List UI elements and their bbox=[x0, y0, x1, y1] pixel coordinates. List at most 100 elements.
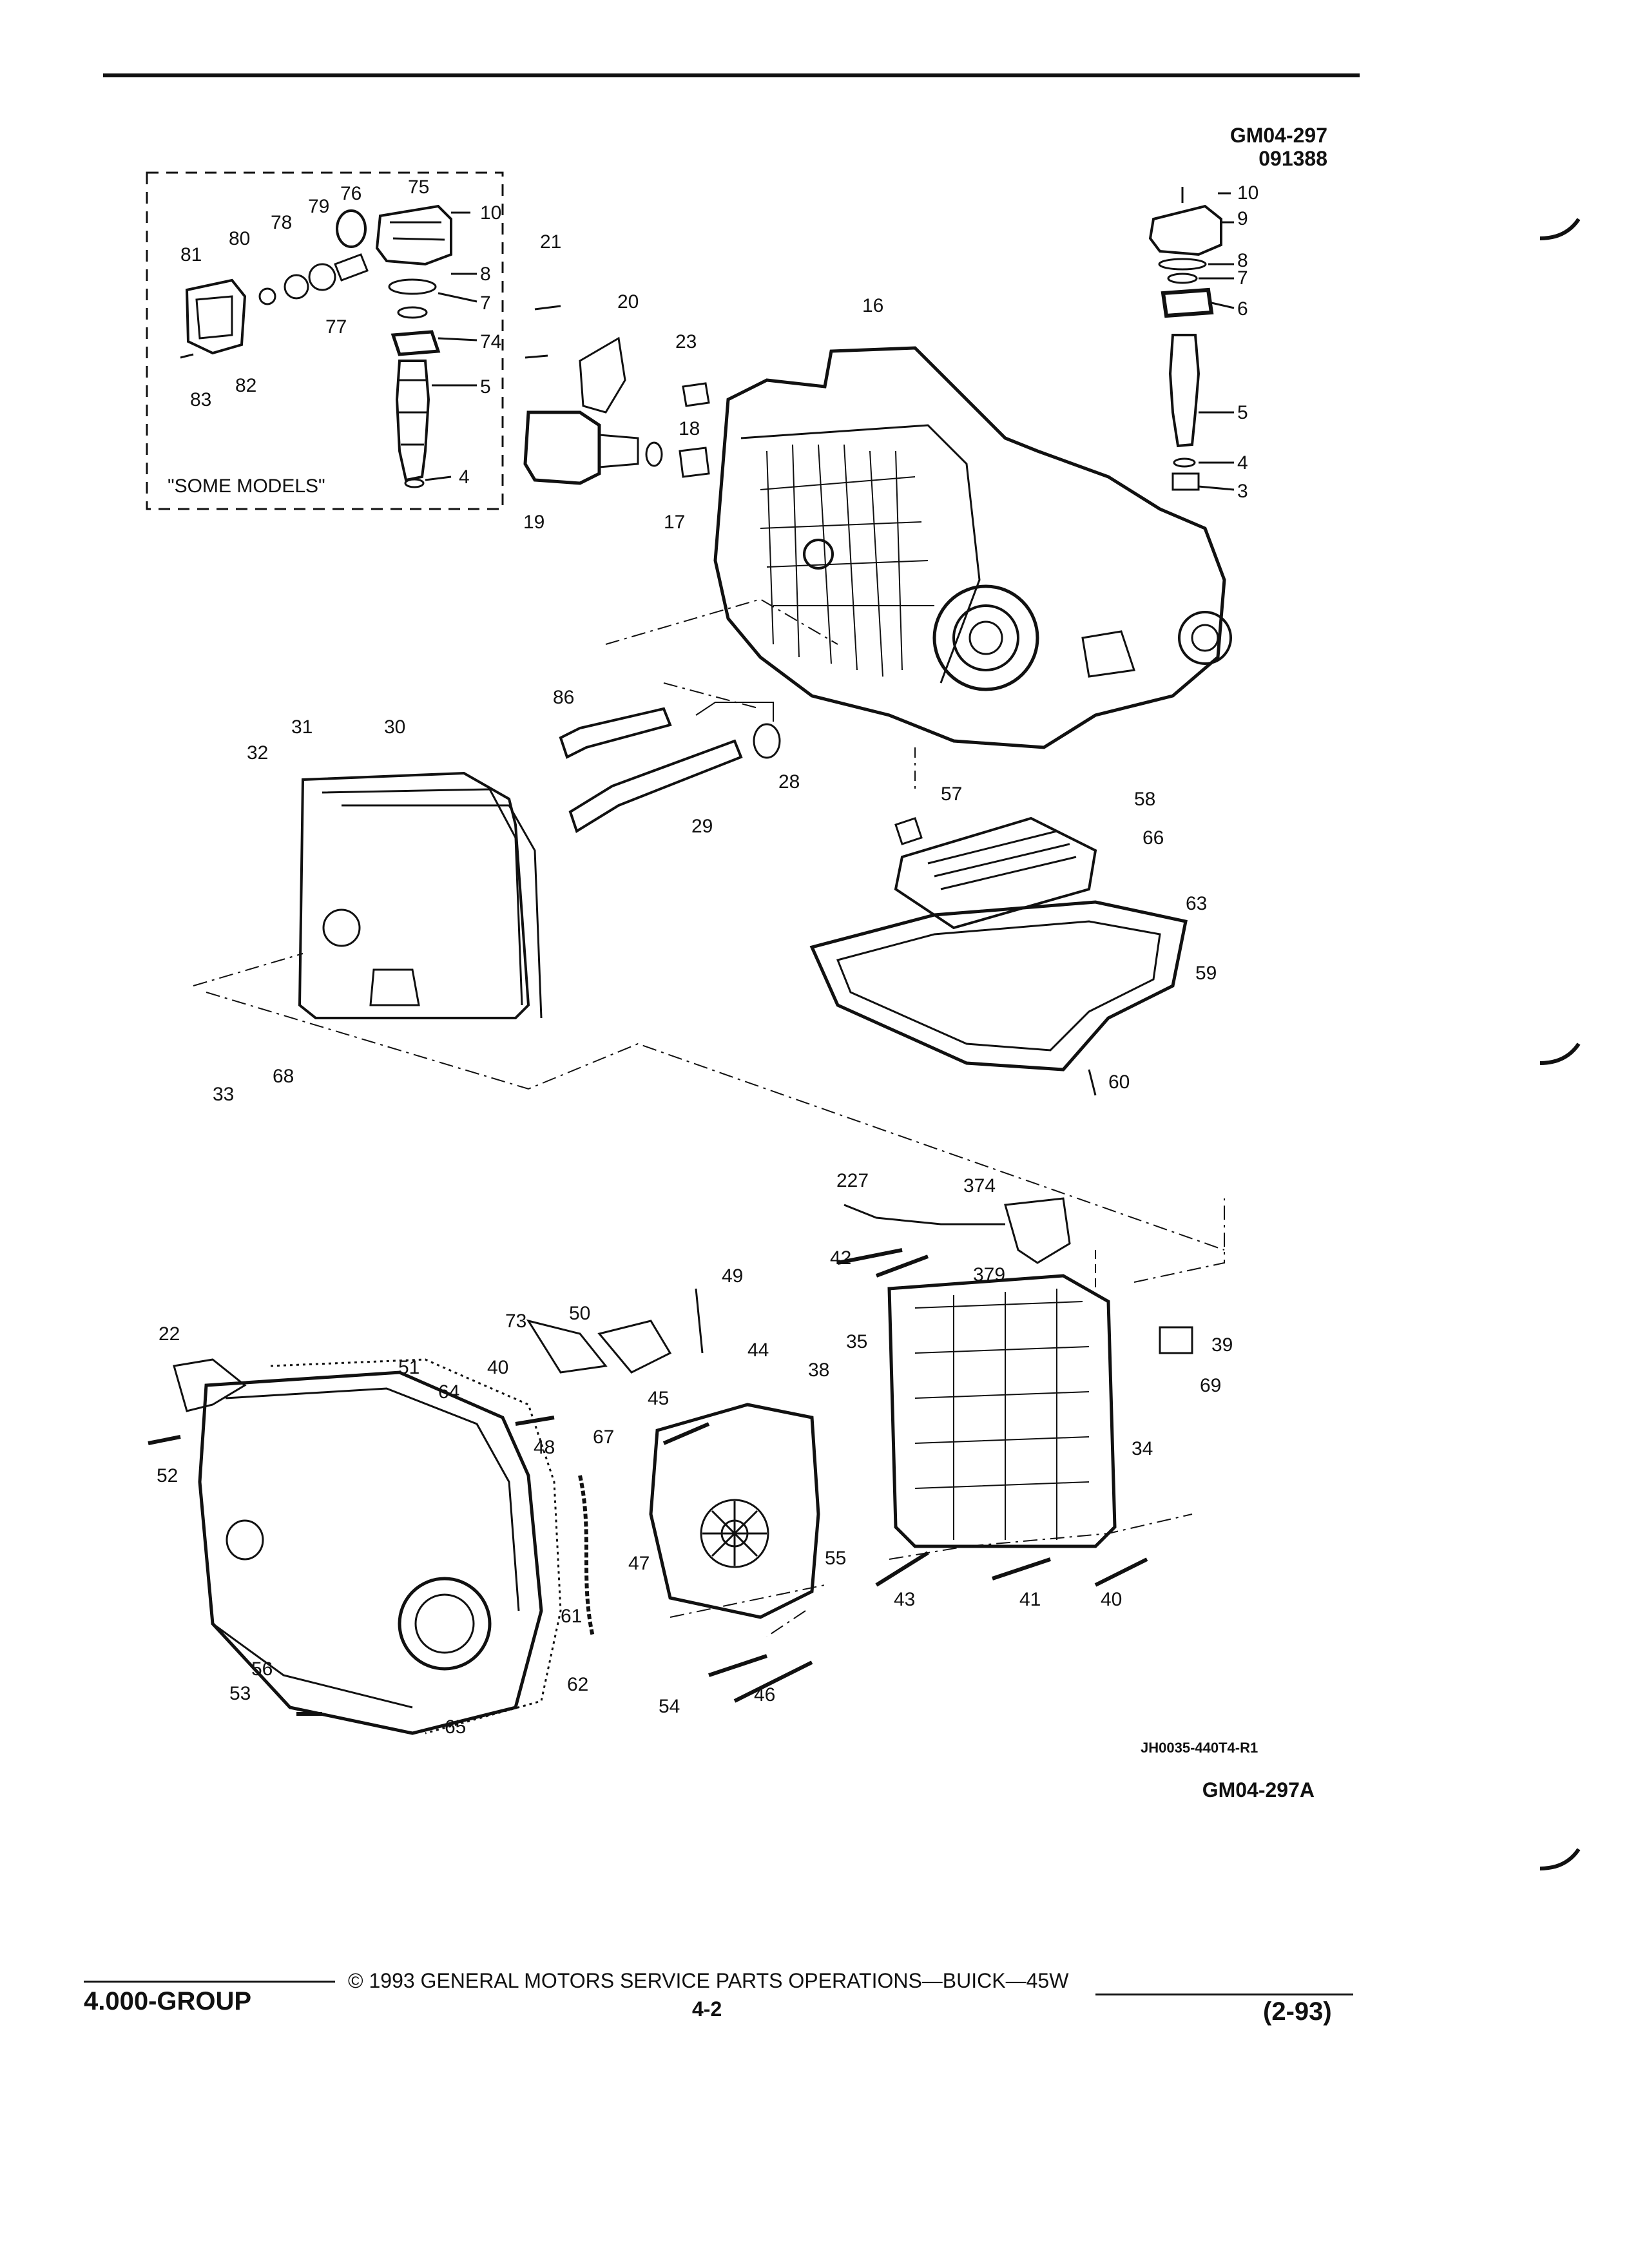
callout: 9 bbox=[1237, 208, 1248, 229]
callout: 38 bbox=[808, 1360, 829, 1381]
callout: 56 bbox=[251, 1658, 273, 1680]
figure-ref-line1: GM04-297 bbox=[1229, 124, 1327, 147]
transaxle-case bbox=[713, 346, 1226, 749]
harness-61 bbox=[578, 1475, 595, 1637]
callout: 81 bbox=[180, 244, 202, 265]
inset-frame bbox=[146, 171, 504, 510]
callout: 3 bbox=[1237, 481, 1248, 502]
callout: 47 bbox=[628, 1553, 650, 1574]
callout: 57 bbox=[941, 783, 962, 805]
callout: 7 bbox=[1237, 267, 1248, 289]
case-bore bbox=[932, 584, 1039, 691]
inset-oring bbox=[388, 278, 437, 295]
callout: 65 bbox=[445, 1716, 466, 1738]
binding-marks bbox=[1539, 218, 1581, 1870]
callout: 40 bbox=[487, 1357, 508, 1378]
callout: 32 bbox=[247, 742, 268, 764]
callout: 46 bbox=[754, 1684, 775, 1706]
callout: 10 bbox=[1237, 182, 1258, 204]
callout: 23 bbox=[675, 331, 697, 352]
callout: 43 bbox=[894, 1589, 915, 1610]
cover-bore bbox=[398, 1577, 492, 1671]
callout: 22 bbox=[159, 1323, 180, 1345]
callout: 45 bbox=[648, 1388, 669, 1409]
callout: 74 bbox=[480, 331, 501, 352]
callout: 50 bbox=[569, 1303, 590, 1324]
callout: 19 bbox=[523, 512, 545, 533]
callouts-upper: 10 9 8 7 6 5 4 3 16 21 20 23 18 19 17 75… bbox=[180, 177, 1258, 1105]
callout: 75 bbox=[408, 177, 429, 198]
oring-28 bbox=[753, 723, 781, 759]
speed-sensor-cap bbox=[1148, 204, 1222, 256]
speedo-driven-gear bbox=[1161, 287, 1214, 318]
callout: 18 bbox=[679, 418, 700, 439]
inset-speed-sensor-housing bbox=[375, 204, 452, 266]
footer-rule-left bbox=[84, 1981, 335, 1983]
shaft-86 bbox=[559, 707, 672, 759]
callout: 77 bbox=[325, 316, 347, 338]
oil-pan-59 bbox=[809, 900, 1188, 1072]
pump-cylinder bbox=[523, 410, 601, 485]
callout: 58 bbox=[1134, 789, 1155, 810]
callout: 7 bbox=[480, 293, 491, 314]
callout: 60 bbox=[1108, 1072, 1130, 1093]
side-cover-51 bbox=[198, 1370, 543, 1735]
callout: 8 bbox=[1237, 250, 1248, 271]
callout: 62 bbox=[567, 1674, 588, 1695]
callout: 28 bbox=[778, 771, 800, 793]
callout: 227 bbox=[836, 1170, 869, 1191]
callout: 29 bbox=[691, 816, 713, 837]
page-number: 4-2 bbox=[692, 1997, 722, 2021]
figure-reference-bottom: GM04-297A bbox=[1202, 1778, 1315, 1802]
shaft-29 bbox=[568, 739, 743, 834]
some-models-label: "SOME MODELS" bbox=[168, 476, 325, 497]
callout: 374 bbox=[963, 1175, 996, 1196]
callout: 63 bbox=[1186, 893, 1207, 914]
callout: 34 bbox=[1132, 1438, 1153, 1459]
callout: 10 bbox=[480, 202, 501, 224]
figure-reference-top: GM04-297 091388 bbox=[1147, 124, 1327, 170]
callout: 76 bbox=[340, 183, 361, 204]
valve-body-35 bbox=[887, 1274, 1117, 1548]
callout: 41 bbox=[1019, 1589, 1041, 1610]
callout: 42 bbox=[830, 1247, 851, 1269]
callout: 61 bbox=[561, 1606, 582, 1627]
callout: 20 bbox=[617, 291, 639, 312]
callout: 53 bbox=[229, 1683, 251, 1704]
callout: 4 bbox=[1237, 452, 1248, 474]
callout: 8 bbox=[480, 264, 491, 285]
top-rule bbox=[103, 73, 1360, 77]
callout: 33 bbox=[213, 1084, 234, 1105]
callout: 54 bbox=[659, 1696, 680, 1717]
inset-driven-gear bbox=[390, 330, 441, 356]
callout: 67 bbox=[593, 1427, 614, 1448]
callout: 16 bbox=[862, 295, 883, 316]
group-label: 4.000-GROUP bbox=[84, 1987, 252, 2015]
figure-ref-line2: 091388 bbox=[1258, 147, 1327, 170]
footer-rule-right bbox=[1095, 1994, 1353, 1995]
callout: 78 bbox=[271, 212, 292, 233]
callout: 80 bbox=[229, 228, 250, 249]
callout: 49 bbox=[722, 1265, 743, 1287]
axle-seal bbox=[1178, 611, 1232, 665]
callouts-lower: 227 374 42 379 49 73 50 35 39 69 22 51 6… bbox=[157, 1170, 1233, 1738]
bracket-22 bbox=[173, 1358, 247, 1412]
callout: 4 bbox=[459, 466, 470, 488]
gasket-64 bbox=[270, 1358, 562, 1735]
callout: 39 bbox=[1211, 1334, 1233, 1356]
bracket-20 bbox=[579, 336, 626, 414]
callout: 64 bbox=[438, 1381, 459, 1403]
callout: 86 bbox=[553, 687, 574, 708]
callout: 52 bbox=[157, 1465, 178, 1486]
callout: 17 bbox=[664, 512, 685, 533]
callout: 40 bbox=[1101, 1589, 1122, 1610]
inset-shaft bbox=[395, 360, 430, 482]
inset-cover bbox=[185, 278, 247, 355]
callout: 48 bbox=[534, 1437, 555, 1458]
callout: 21 bbox=[540, 231, 561, 253]
callout: 59 bbox=[1195, 963, 1217, 984]
callout: 68 bbox=[273, 1066, 294, 1087]
callout: 79 bbox=[308, 196, 329, 217]
